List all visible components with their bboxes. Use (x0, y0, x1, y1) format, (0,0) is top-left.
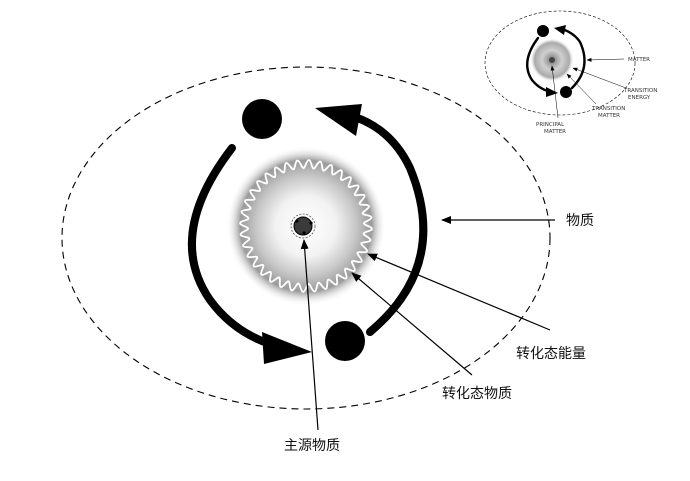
inset-core (549, 57, 555, 63)
right-circulation-arc (351, 113, 428, 336)
inset-leader-transition-matter (566, 73, 597, 105)
core-particle-dot (295, 219, 299, 223)
outer-dashed-orbit (61, 66, 551, 410)
leader-line-principal-matter (300, 239, 319, 431)
left-circulation-arc (188, 144, 289, 352)
inset-right-arrowhead (554, 25, 566, 35)
inset-diagram: MATTER TRANSITION ENERGY TRANSITION MATT… (484, 10, 657, 135)
inset-left-arrowhead (546, 87, 558, 97)
inset-leader-transition-energy (572, 67, 627, 89)
main-diagram: 物质 转化态能量 转化态物质 主源物质 (61, 66, 594, 454)
label-transition-matter: 转化态物质 (442, 386, 512, 402)
inset-matter-ball-top (537, 25, 549, 37)
core-particle-dot (302, 231, 306, 235)
right-arc-arrowhead (315, 104, 362, 136)
inset-label-principal-matter-2: MATTER (544, 129, 566, 135)
inset-matter-ball-bottom (560, 86, 572, 98)
inset-label-transition-matter-2: MATTER (598, 113, 620, 119)
inset-label-principal-matter-1: PRINCIPAL (536, 122, 565, 128)
inset-right-arc (560, 27, 586, 90)
inset-dashed-orbit (484, 10, 636, 116)
inset-label-transition-energy-2: ENERGY (628, 95, 651, 101)
principal-matter-core-ring (290, 213, 316, 239)
matter-ball-top (242, 99, 282, 139)
inset-leader-principal-matter (550, 65, 559, 119)
label-matter: 物质 (566, 213, 594, 229)
label-principal-matter: 主源物质 (284, 438, 340, 454)
inset-label-transition-energy-1: TRANSITION (623, 88, 657, 94)
leader-line-transition-energy (367, 253, 551, 331)
label-transition-energy: 转化态能量 (516, 346, 586, 362)
leader-line-transition-matter (351, 272, 473, 376)
inset-left-arc (526, 36, 554, 94)
transition-matter-wavy-ring (239, 159, 373, 293)
inset-label-transition-matter-1: TRANSITION (591, 106, 625, 112)
core-particle-dot (309, 221, 313, 225)
left-arc-arrowhead (262, 332, 312, 364)
inset-label-matter: MATTER (628, 57, 650, 63)
matter-ball-bottom (325, 321, 365, 361)
inset-leader-matter (586, 57, 625, 62)
